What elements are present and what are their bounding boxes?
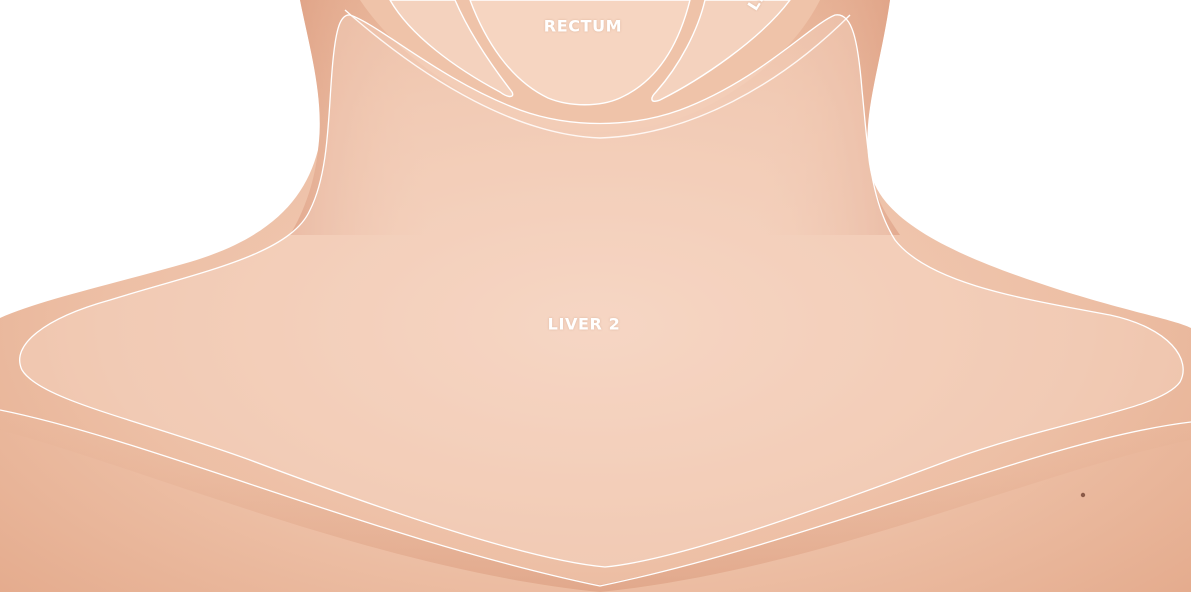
liver-2-label: LIVER 2: [548, 315, 621, 334]
rectum-label: RECTUM: [544, 17, 622, 36]
skin-mole: [1081, 493, 1085, 497]
